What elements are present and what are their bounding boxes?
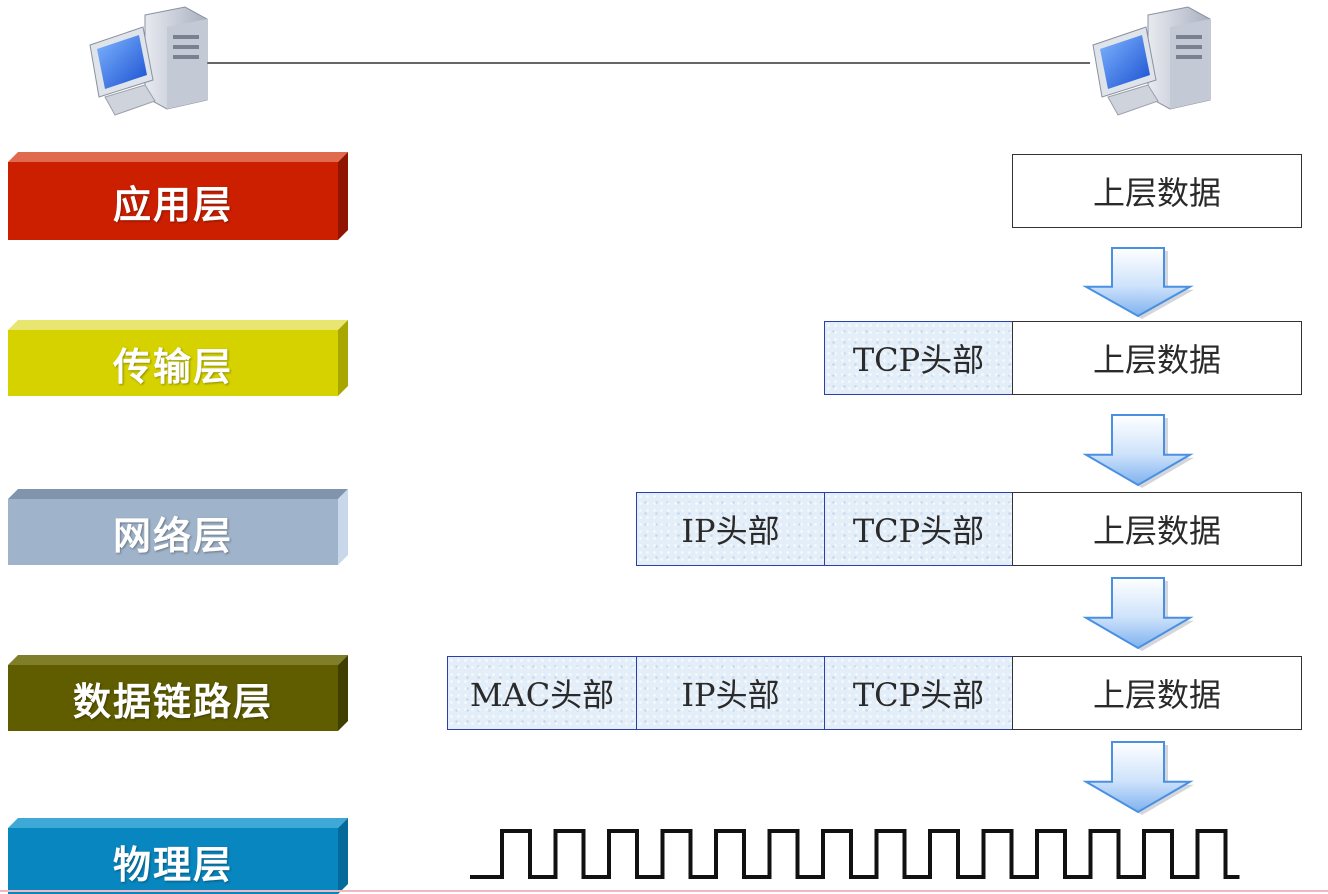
ip-header-box: IP头部 <box>636 492 825 566</box>
tcp-header-box: TCP头部 <box>824 492 1013 566</box>
upper-data-box: 上层数据 <box>1012 321 1302 395</box>
tcp-header-box: TCP头部 <box>824 321 1013 395</box>
down-arrow-icon <box>1082 741 1194 815</box>
layer-label: 传输层 <box>112 343 233 389</box>
ip-header-box: IP头部 <box>636 656 825 730</box>
right-computer-icon <box>1092 6 1211 116</box>
down-arrow-icon <box>1082 414 1194 488</box>
mac-header-box: MAC头部 <box>447 656 637 730</box>
layer-bar-shape <box>8 152 348 240</box>
layer-label: 数据链路层 <box>72 678 273 724</box>
layer-bar-shape <box>8 655 348 731</box>
layer-bar-shape <box>8 320 348 396</box>
layer-label: 网络层 <box>112 512 233 558</box>
layer-application: 应用层 <box>8 152 348 240</box>
upper-data-box: 上层数据 <box>1012 154 1302 228</box>
bottom-rule <box>0 890 1328 892</box>
layer-physical: 物理层 <box>8 818 348 894</box>
layer-label: 物理层 <box>112 841 233 887</box>
layer-transport: 传输层 <box>8 320 348 396</box>
upper-data-box: 上层数据 <box>1012 492 1302 566</box>
layer-bar-shape <box>8 818 348 894</box>
layer-datalink: 数据链路层 <box>8 655 348 731</box>
layer-label: 应用层 <box>112 181 233 227</box>
tcp-header-box: TCP头部 <box>824 656 1013 730</box>
connection-line <box>200 62 1090 64</box>
upper-data-box: 上层数据 <box>1012 656 1302 730</box>
physical-signal-wave <box>470 829 1240 879</box>
left-computer-icon <box>89 6 208 116</box>
down-arrow-icon <box>1082 247 1194 319</box>
down-arrow-icon <box>1082 577 1194 651</box>
layer-bar-shape <box>8 489 348 565</box>
layer-network: 网络层 <box>8 489 348 565</box>
